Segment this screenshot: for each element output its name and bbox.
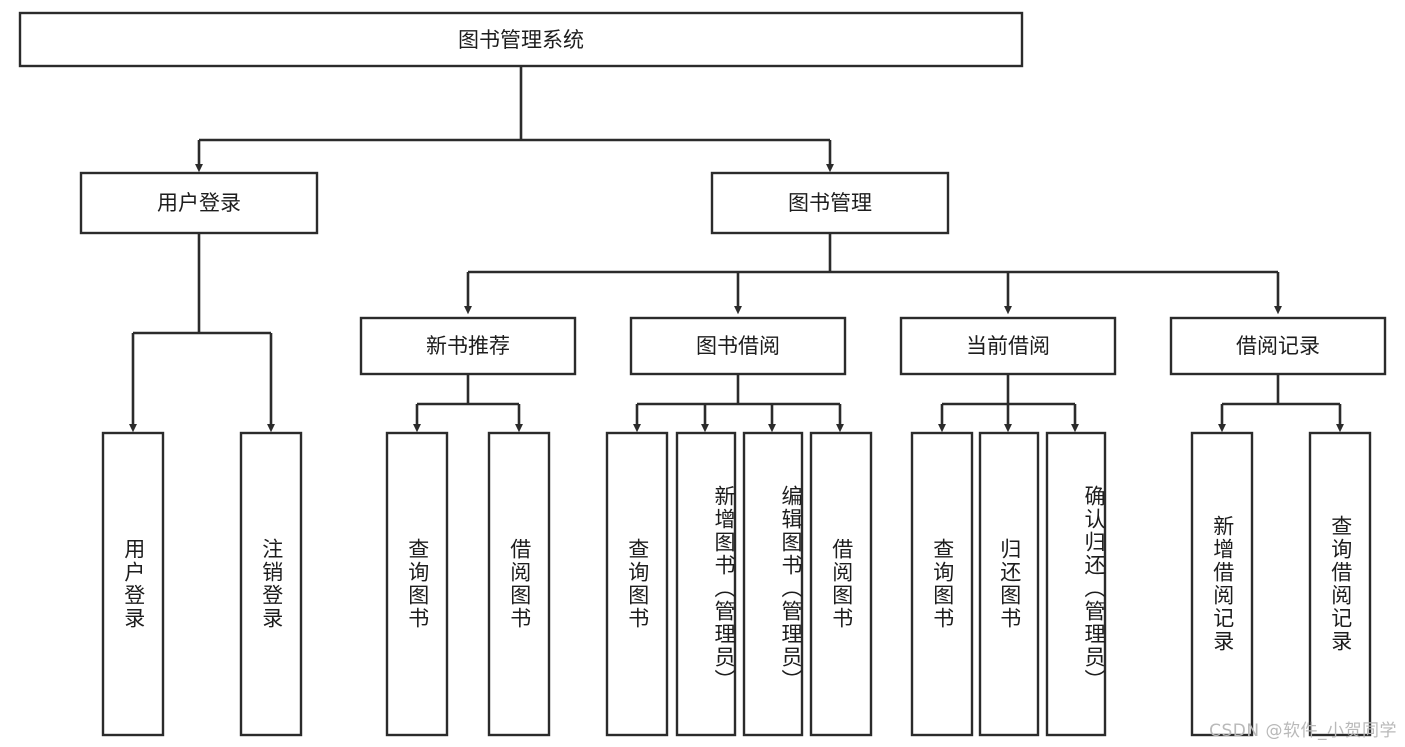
node-leaf-edit-book-box[interactable] (742, 431, 804, 737)
edge-group-book-borrow (632, 374, 845, 433)
node-book-borrow-box[interactable] (629, 316, 847, 376)
node-current-borrow-label: 当前借阅 (966, 334, 1050, 358)
node-user-login[interactable]: 用户登录 (79, 171, 319, 235)
node-user-login-label: 用户登录 (157, 191, 241, 215)
node-leaf-confirm-return-box[interactable] (1045, 431, 1107, 737)
node-leaf-add-book-box[interactable] (675, 431, 737, 737)
node-current-borrow-box[interactable] (899, 316, 1117, 376)
node-leaf-query-record-box[interactable] (1308, 431, 1372, 737)
edge-group-root (194, 66, 835, 173)
edge-group-book-manage (463, 233, 1283, 315)
node-book-manage[interactable]: 图书管理 (710, 171, 950, 235)
edge-group-current-borrow (937, 374, 1080, 433)
node-new-book-rec-label: 新书推荐 (426, 334, 510, 358)
edge-group-new-book-rec (412, 374, 524, 433)
node-book-manage-box[interactable] (710, 171, 950, 235)
node-leaf-user-logout-box[interactable] (239, 431, 303, 737)
node-root-label: 图书管理系统 (458, 28, 584, 52)
node-new-book-rec[interactable]: 新书推荐 (359, 316, 577, 376)
node-leaf-borrow-book-2-box[interactable] (809, 431, 873, 737)
node-leaf-borrow-book-1-box[interactable] (487, 431, 551, 737)
node-leaf-query-book-3-box[interactable] (910, 431, 974, 737)
node-root[interactable]: 图书管理系统 (18, 11, 1024, 68)
node-borrow-record-box[interactable] (1169, 316, 1387, 376)
csdn-watermark: CSDN @软件_小贺同学 (1209, 721, 1397, 741)
node-user-login-box[interactable] (79, 171, 319, 235)
node-leaf-return-book-box[interactable] (978, 431, 1040, 737)
node-leaf-query-book-2-box[interactable] (605, 431, 669, 737)
node-root-box[interactable] (18, 11, 1024, 68)
node-borrow-record-label: 借阅记录 (1236, 334, 1320, 358)
node-leaf-user-login-box[interactable] (101, 431, 165, 737)
node-book-manage-label: 图书管理 (788, 191, 872, 215)
edge-group-user-login (128, 233, 276, 433)
edge-group-borrow-record (1217, 374, 1345, 433)
node-current-borrow[interactable]: 当前借阅 (899, 316, 1117, 376)
node-new-book-rec-box[interactable] (359, 316, 577, 376)
node-book-borrow-label: 图书借阅 (696, 334, 780, 358)
node-borrow-record[interactable]: 借阅记录 (1169, 316, 1387, 376)
node-book-borrow[interactable]: 图书借阅 (629, 316, 847, 376)
node-leaf-add-record-box[interactable] (1190, 431, 1254, 737)
node-leaf-query-book-1-box[interactable] (385, 431, 449, 737)
